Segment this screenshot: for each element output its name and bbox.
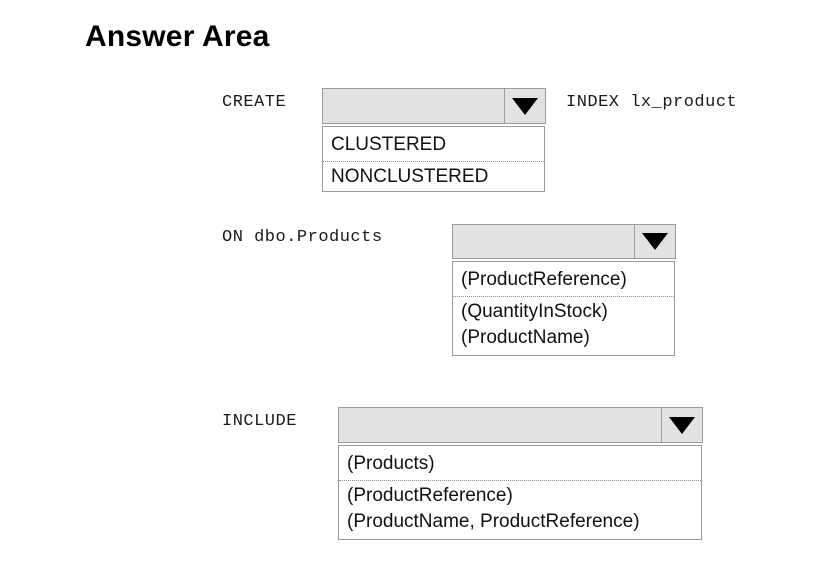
chevron-down-glyph [669,416,695,434]
list-item[interactable]: (ProductReference) [339,483,701,509]
trailing-text-create: INDEX lx_product [566,93,738,112]
chevron-down-glyph [642,233,668,250]
list-item[interactable]: CLUSTERED [323,132,544,162]
row-label-include: INCLUDE [222,412,297,431]
chevron-down-icon[interactable] [661,408,702,442]
list-item[interactable]: (Products) [339,451,701,481]
row-label-on: ON dbo.Products [222,228,383,247]
list-item[interactable]: (ProductName, ProductReference) [339,509,701,535]
list-item[interactable]: NONCLUSTERED [323,164,544,190]
list-item[interactable]: (ProductReference) [453,267,674,297]
index-columns-dropdown-value [453,225,634,258]
chevron-down-icon[interactable] [504,89,545,123]
list-item[interactable]: (QuantityInStock) [453,299,674,325]
index-type-dropdown-value [323,89,504,123]
index-type-dropdown-list[interactable]: CLUSTERED NONCLUSTERED [322,126,545,192]
include-columns-dropdown-value [339,408,661,442]
page-title: Answer Area [85,20,270,53]
row-label-create: CREATE [222,93,287,112]
index-columns-dropdown[interactable] [452,224,676,259]
list-item[interactable]: (ProductName) [453,325,674,351]
chevron-down-glyph [512,97,538,115]
include-columns-dropdown[interactable] [338,407,703,443]
index-type-dropdown[interactable] [322,88,546,124]
include-columns-dropdown-list[interactable]: (Products) (ProductReference) (ProductNa… [338,445,702,540]
index-columns-dropdown-list[interactable]: (ProductReference) (QuantityInStock) (Pr… [452,261,675,356]
chevron-down-icon[interactable] [634,225,675,258]
